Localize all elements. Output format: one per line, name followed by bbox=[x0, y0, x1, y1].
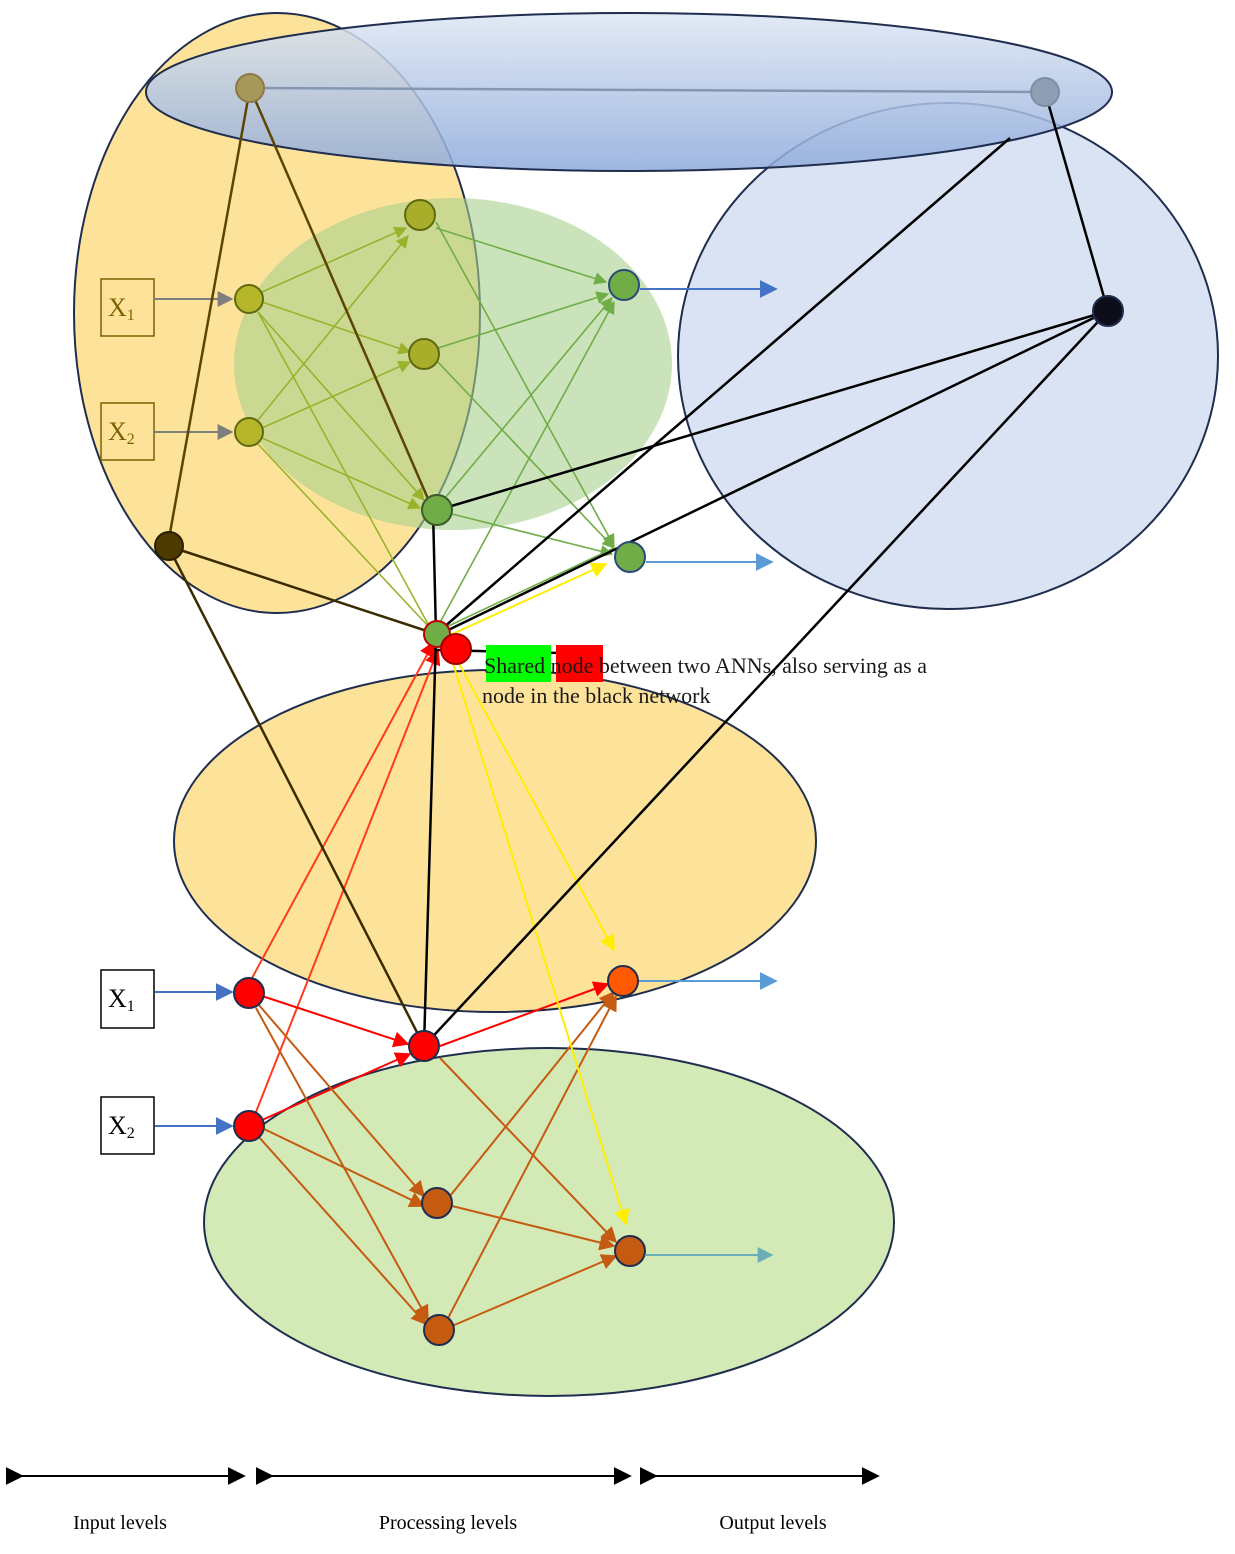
bottom-input-x1-label: X1 bbox=[108, 984, 135, 1015]
top-input-x2-label: X2 bbox=[108, 417, 135, 448]
region-top-green bbox=[234, 198, 672, 530]
bottom-input-x2-box bbox=[100, 1096, 155, 1155]
region-top-blue bbox=[145, 12, 1113, 172]
top-input-x1-label: X1 bbox=[108, 293, 135, 324]
node-bottom-hidden-3 bbox=[423, 1314, 455, 1346]
bottom-network-edges bbox=[155, 640, 778, 1327]
node-dark-right bbox=[1092, 295, 1124, 327]
regions bbox=[73, 12, 1219, 1397]
edge-topblue bbox=[249, 86, 1046, 94]
region-bottom-green bbox=[203, 1047, 895, 1397]
node-bottom-output-2 bbox=[614, 1235, 646, 1267]
bottom-inputs: X1 X2 bbox=[100, 969, 155, 1155]
node-top-output-1 bbox=[608, 269, 640, 301]
node-bottom-hidden-2 bbox=[421, 1187, 453, 1219]
node-top-hidden-3 bbox=[421, 494, 453, 526]
node-dark-left bbox=[154, 531, 184, 561]
top-inputs: X1 X2 bbox=[100, 278, 234, 461]
node-top-input-1 bbox=[234, 284, 264, 314]
output-levels-label: Output levels bbox=[719, 1512, 826, 1534]
node-topblue-left bbox=[235, 73, 265, 103]
top-input-x1-box bbox=[100, 278, 155, 337]
node-top-output-2 bbox=[614, 541, 646, 573]
node-topblue-right bbox=[1030, 77, 1060, 107]
nodes bbox=[154, 73, 1124, 1346]
node-top-input-2 bbox=[234, 417, 264, 447]
node-bottom-input-1 bbox=[233, 977, 265, 1009]
node-top-hidden-2 bbox=[408, 338, 440, 370]
node-bottom-input-2 bbox=[233, 1110, 265, 1142]
legend-text-line1: Shared node between two ANNs, also servi… bbox=[484, 653, 927, 678]
node-bottom-output-1 bbox=[607, 965, 639, 997]
processing-levels-label: Processing levels bbox=[379, 1512, 518, 1534]
input-levels-label: Input levels bbox=[73, 1512, 167, 1534]
node-top-hidden-1 bbox=[404, 199, 436, 231]
node-shared-red bbox=[440, 633, 472, 665]
yellow-edges bbox=[447, 562, 630, 1226]
legend-swatch-red bbox=[556, 645, 603, 682]
legend-text-line2: node in the black network bbox=[482, 683, 711, 708]
top-network-edges bbox=[257, 221, 778, 631]
bottom-input-x1-box bbox=[100, 969, 155, 1029]
region-middle-orange bbox=[173, 669, 817, 1013]
legend-swatch-green bbox=[486, 645, 551, 682]
node-bottom-hidden-1 bbox=[408, 1030, 440, 1062]
bottom-input-x2-label: X2 bbox=[108, 1111, 135, 1142]
legend: Shared node between two ANNs, also servi… bbox=[482, 645, 927, 708]
